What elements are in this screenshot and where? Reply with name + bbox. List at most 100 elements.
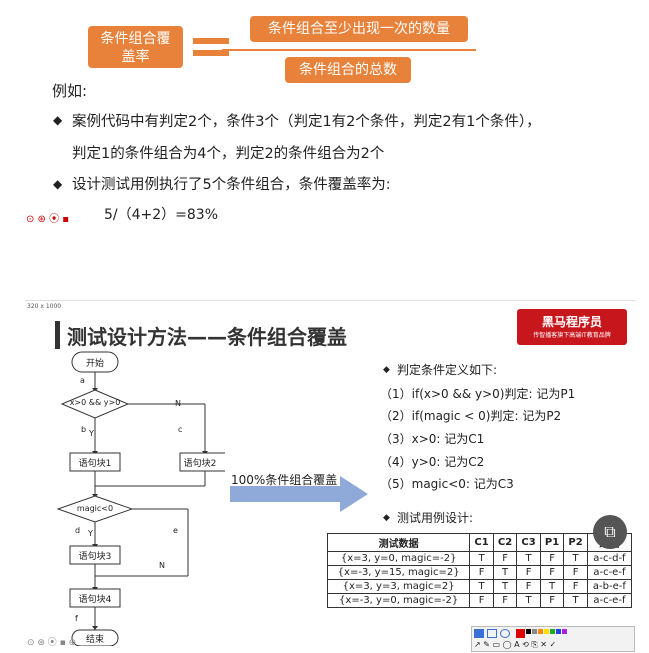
color-blue-swatch[interactable] [556,629,561,634]
cell: T [469,551,494,566]
bullet-icon-1: ◆ [53,113,63,127]
flow-cond2: magic<0 [76,504,114,513]
condition-3: （3）x>0: 记为C1 [380,432,485,446]
cell: {x=-3, y=0, magic=-2} [326,593,471,608]
toolbar-icons-row[interactable]: ↗ ✎ ▭ ◯ A ⟲ ⎘ ✕ ✓ [474,640,557,649]
bottom-slide: 320 x 1000 测试设计方法——条件组合覆盖 黑马程序员 传智播客旗下高端… [25,300,635,653]
cell: T [469,579,494,594]
denominator-text: 条件组合的总数 [299,62,397,78]
table-row: {x=-3, y=0, magic=-2} F F T F T a-c-e-f [326,593,633,608]
flow-label-n2: N [159,561,165,570]
cell: F [492,593,518,608]
left-toolbar-icons[interactable]: ⊙ ⊛ ⦿ ▪ [26,214,70,225]
cell: F [539,565,565,580]
cell: T [516,593,541,608]
example-label: 例如: [52,82,88,100]
cell: T [539,579,565,594]
cell: T [563,551,588,566]
cell: T [563,593,588,608]
cell: T [492,565,518,580]
annotation-toolbar[interactable]: ↗ ✎ ▭ ◯ A ⟲ ⎘ ✕ ✓ [471,626,635,652]
cell: {x=-3, y=15, magic=2} [326,565,471,580]
conditions-bullet-icon: ◆ [383,365,390,375]
equals-sign [193,36,231,60]
flow-label-y1: Y [89,429,94,438]
flow-label-y2: Y [88,529,93,538]
th-c2: C2 [492,533,518,552]
cell: a-b-e-f [586,579,633,594]
color-orange-swatch[interactable] [538,629,543,634]
testcase-table: 测试数据 C1 C2 C3 P1 P2 路径 {x=3, y=0, magic=… [326,533,633,608]
flow-label-b: b [81,425,87,434]
bullet2-text: 设计测试用例执行了5个条件组合，条件覆盖率为: [72,177,391,193]
color-yellow-swatch[interactable] [544,629,549,634]
ellipse-tool-icon[interactable] [500,629,510,638]
th-data: 测试数据 [326,533,471,552]
cell: F [539,551,565,566]
flow-label-d: d [75,526,81,535]
rect-tool-icon[interactable] [487,629,497,638]
slide-nav-icons[interactable]: ⊙ ⊛ ⦿ ▪ ⊕ [27,638,77,648]
pen-tool-icon[interactable] [474,629,484,638]
cell: F [469,593,494,608]
cell: T [516,551,541,566]
slide-title: 测试设计方法——条件组合覆盖 [67,325,347,349]
bullet-icon-2: ◆ [53,177,63,191]
numerator-text: 条件组合至少出现一次的数量 [268,21,450,37]
flow-cond1: x>0 && y>0 [69,398,121,407]
flow-label-e: e [173,526,178,535]
logo: 黑马程序员 传智播客旗下高端IT教育品牌 [517,309,627,345]
th-p2: P2 [563,533,588,552]
condition-5: （5）magic<0: 记为C3 [380,477,514,491]
cell: F [539,593,565,608]
bullet1-line1: 案例代码中有判定2个，条件3个（判定1有2个条件，判定2有1个条件）， [72,114,541,130]
color-black-swatch[interactable] [526,629,531,634]
cell: F [516,565,541,580]
cell: a-c-d-f [586,551,633,566]
table-row: {x=3, y=0, magic=-2} T F T F T a-c-d-f [326,551,633,566]
cell: F [492,551,518,566]
flow-label-n1: N [175,399,181,408]
flow-block4: 语句块4 [78,595,112,605]
flow-label-c: c [178,425,183,434]
condition-2: （2）if(magic < 0)判定: 记为P2 [380,409,562,423]
flowchart [56,351,225,646]
formula-left-box: 条件组合覆盖率 [88,26,183,68]
color-purple-swatch[interactable] [562,629,567,634]
screenshot-button[interactable]: ⧉ [593,515,627,549]
color-red-swatch[interactable] [516,629,525,638]
cell: a-c-e-f [586,593,633,608]
top-slide: 条件组合覆盖率 条件组合至少出现一次的数量 条件组合的总数 例如: ◆ 案例代码… [0,0,649,230]
fraction-line [222,49,476,51]
corner-text: 320 x 1000 [27,303,62,310]
big-arrow [230,476,368,512]
numerator-box: 条件组合至少出现一次的数量 [250,16,468,42]
table-header-row: 测试数据 C1 C2 C3 P1 P2 路径 [326,533,633,552]
color-green-swatch[interactable] [550,629,555,634]
logo-subtitle: 传智播客旗下高端IT教育品牌 [533,332,611,339]
formula-left-text: 条件组合覆盖率 [100,31,171,65]
title-bar-marker [55,321,60,349]
th-c1: C1 [469,533,494,552]
cell: F [469,565,494,580]
flow-start: 开始 [85,359,104,369]
crop-icon: ⧉ [604,522,616,541]
denominator-box: 条件组合的总数 [285,57,411,83]
testcase-title: 测试用例设计: [397,511,474,525]
th-p1: P1 [539,533,565,552]
cell: {x=3, y=0, magic=-2} [326,551,471,566]
cell: F [563,565,588,580]
cell: F [563,579,588,594]
flow-end: 结束 [85,635,104,645]
flow-label-a: a [80,376,85,385]
calc-text: 5/（4+2）=83% [104,207,219,223]
bullet1-line2: 判定1的条件组合为4个，判定2的条件组合为2个 [72,146,385,162]
condition-4: （4）y>0: 记为C2 [380,455,485,469]
flow-block1: 语句块1 [78,459,112,469]
color-gray-swatch[interactable] [532,629,537,634]
condition-1: （1）if(x>0 && y>0)判定: 记为P1 [380,387,576,401]
conditions-title: 判定条件定义如下: [397,363,498,377]
logo-title: 黑马程序员 [541,315,602,329]
table-row: {x=-3, y=15, magic=2} F T F F F a-c-e-f [326,565,633,580]
table-row: {x=3, y=3, magic=2} T T F T F a-b-e-f [326,579,633,594]
